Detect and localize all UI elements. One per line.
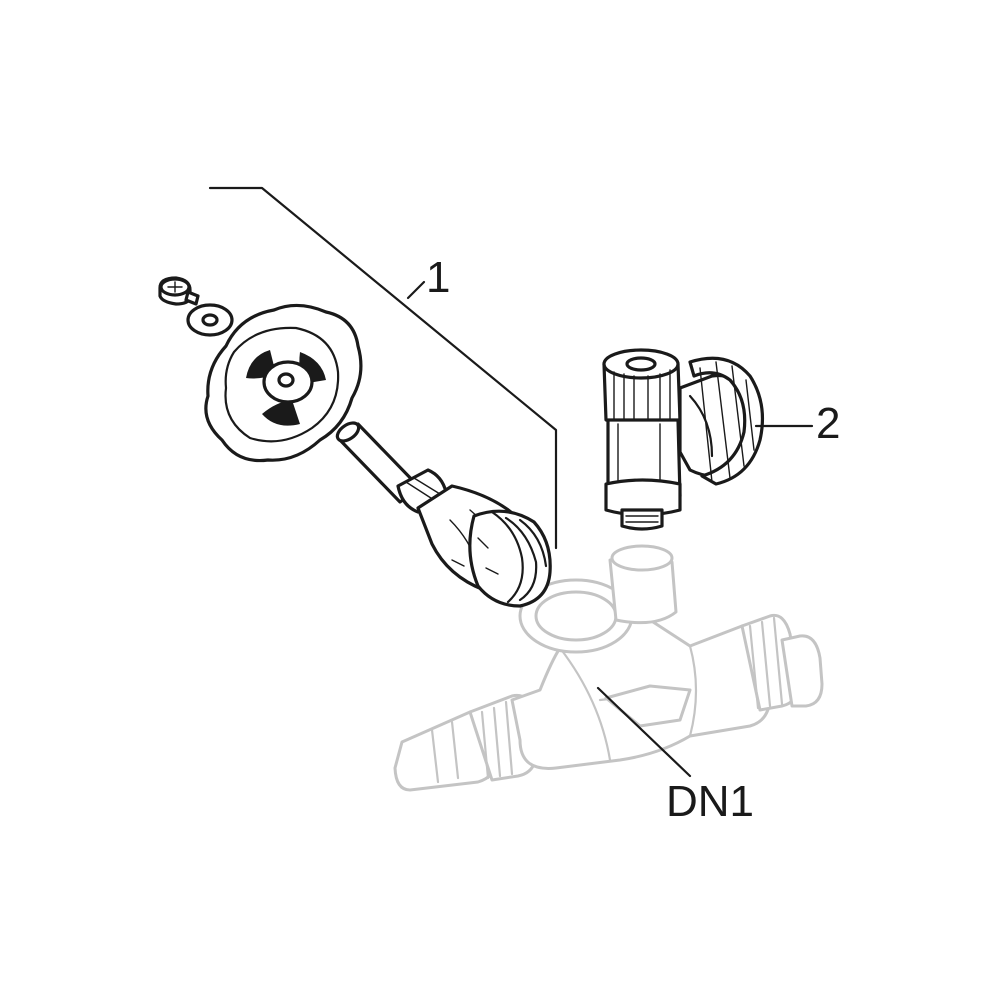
tee-top-boss-opening: [610, 544, 674, 572]
valve-marking-ticks: [451, 537, 499, 575]
valve-headwork: [335, 421, 552, 608]
angle-valve-outlet-curve: [688, 394, 714, 458]
leader-line-1-tick: [406, 280, 426, 300]
tee-socket-inner: [534, 590, 618, 642]
handwheel: [204, 303, 363, 463]
valve-thread-collar: [468, 509, 552, 608]
leader-lines: [208, 186, 814, 778]
angle-valve-outlet-knurl: [699, 361, 755, 483]
spindle-nut-flats: [405, 477, 441, 501]
retaining-screw: [158, 276, 200, 306]
callout-label-dn1: DN1: [666, 777, 755, 826]
left-spigot-ribs: [430, 720, 460, 784]
sealing-washer: [186, 303, 234, 337]
tee-fitting-body: [393, 544, 824, 792]
handwheel-inner-rim: [224, 326, 340, 443]
angle-valve-cap-knurl: [613, 369, 671, 427]
leader-line-dn1: [596, 686, 692, 778]
leader-line-1-bracket: [208, 186, 558, 550]
callout-label-1: 1: [426, 253, 451, 302]
valve-thread-lines: [490, 510, 548, 604]
angle-valve-assembly: [602, 348, 765, 531]
spindle-tip: [335, 421, 361, 443]
handwheel-hub-bore: [277, 372, 295, 388]
angle-valve-outlet-nut: [688, 356, 765, 486]
right-spigot: [780, 634, 824, 708]
right-ring-grooves: [748, 616, 784, 710]
angle-valve-spigot-thread: [625, 515, 659, 523]
left-ring-grooves: [480, 700, 514, 780]
angle-valve-cap-bore: [625, 356, 657, 372]
angle-valve-spigot: [620, 508, 664, 531]
callout-label-2: 2: [816, 399, 841, 448]
handwheel-spoke-shadow-3: [262, 400, 300, 426]
